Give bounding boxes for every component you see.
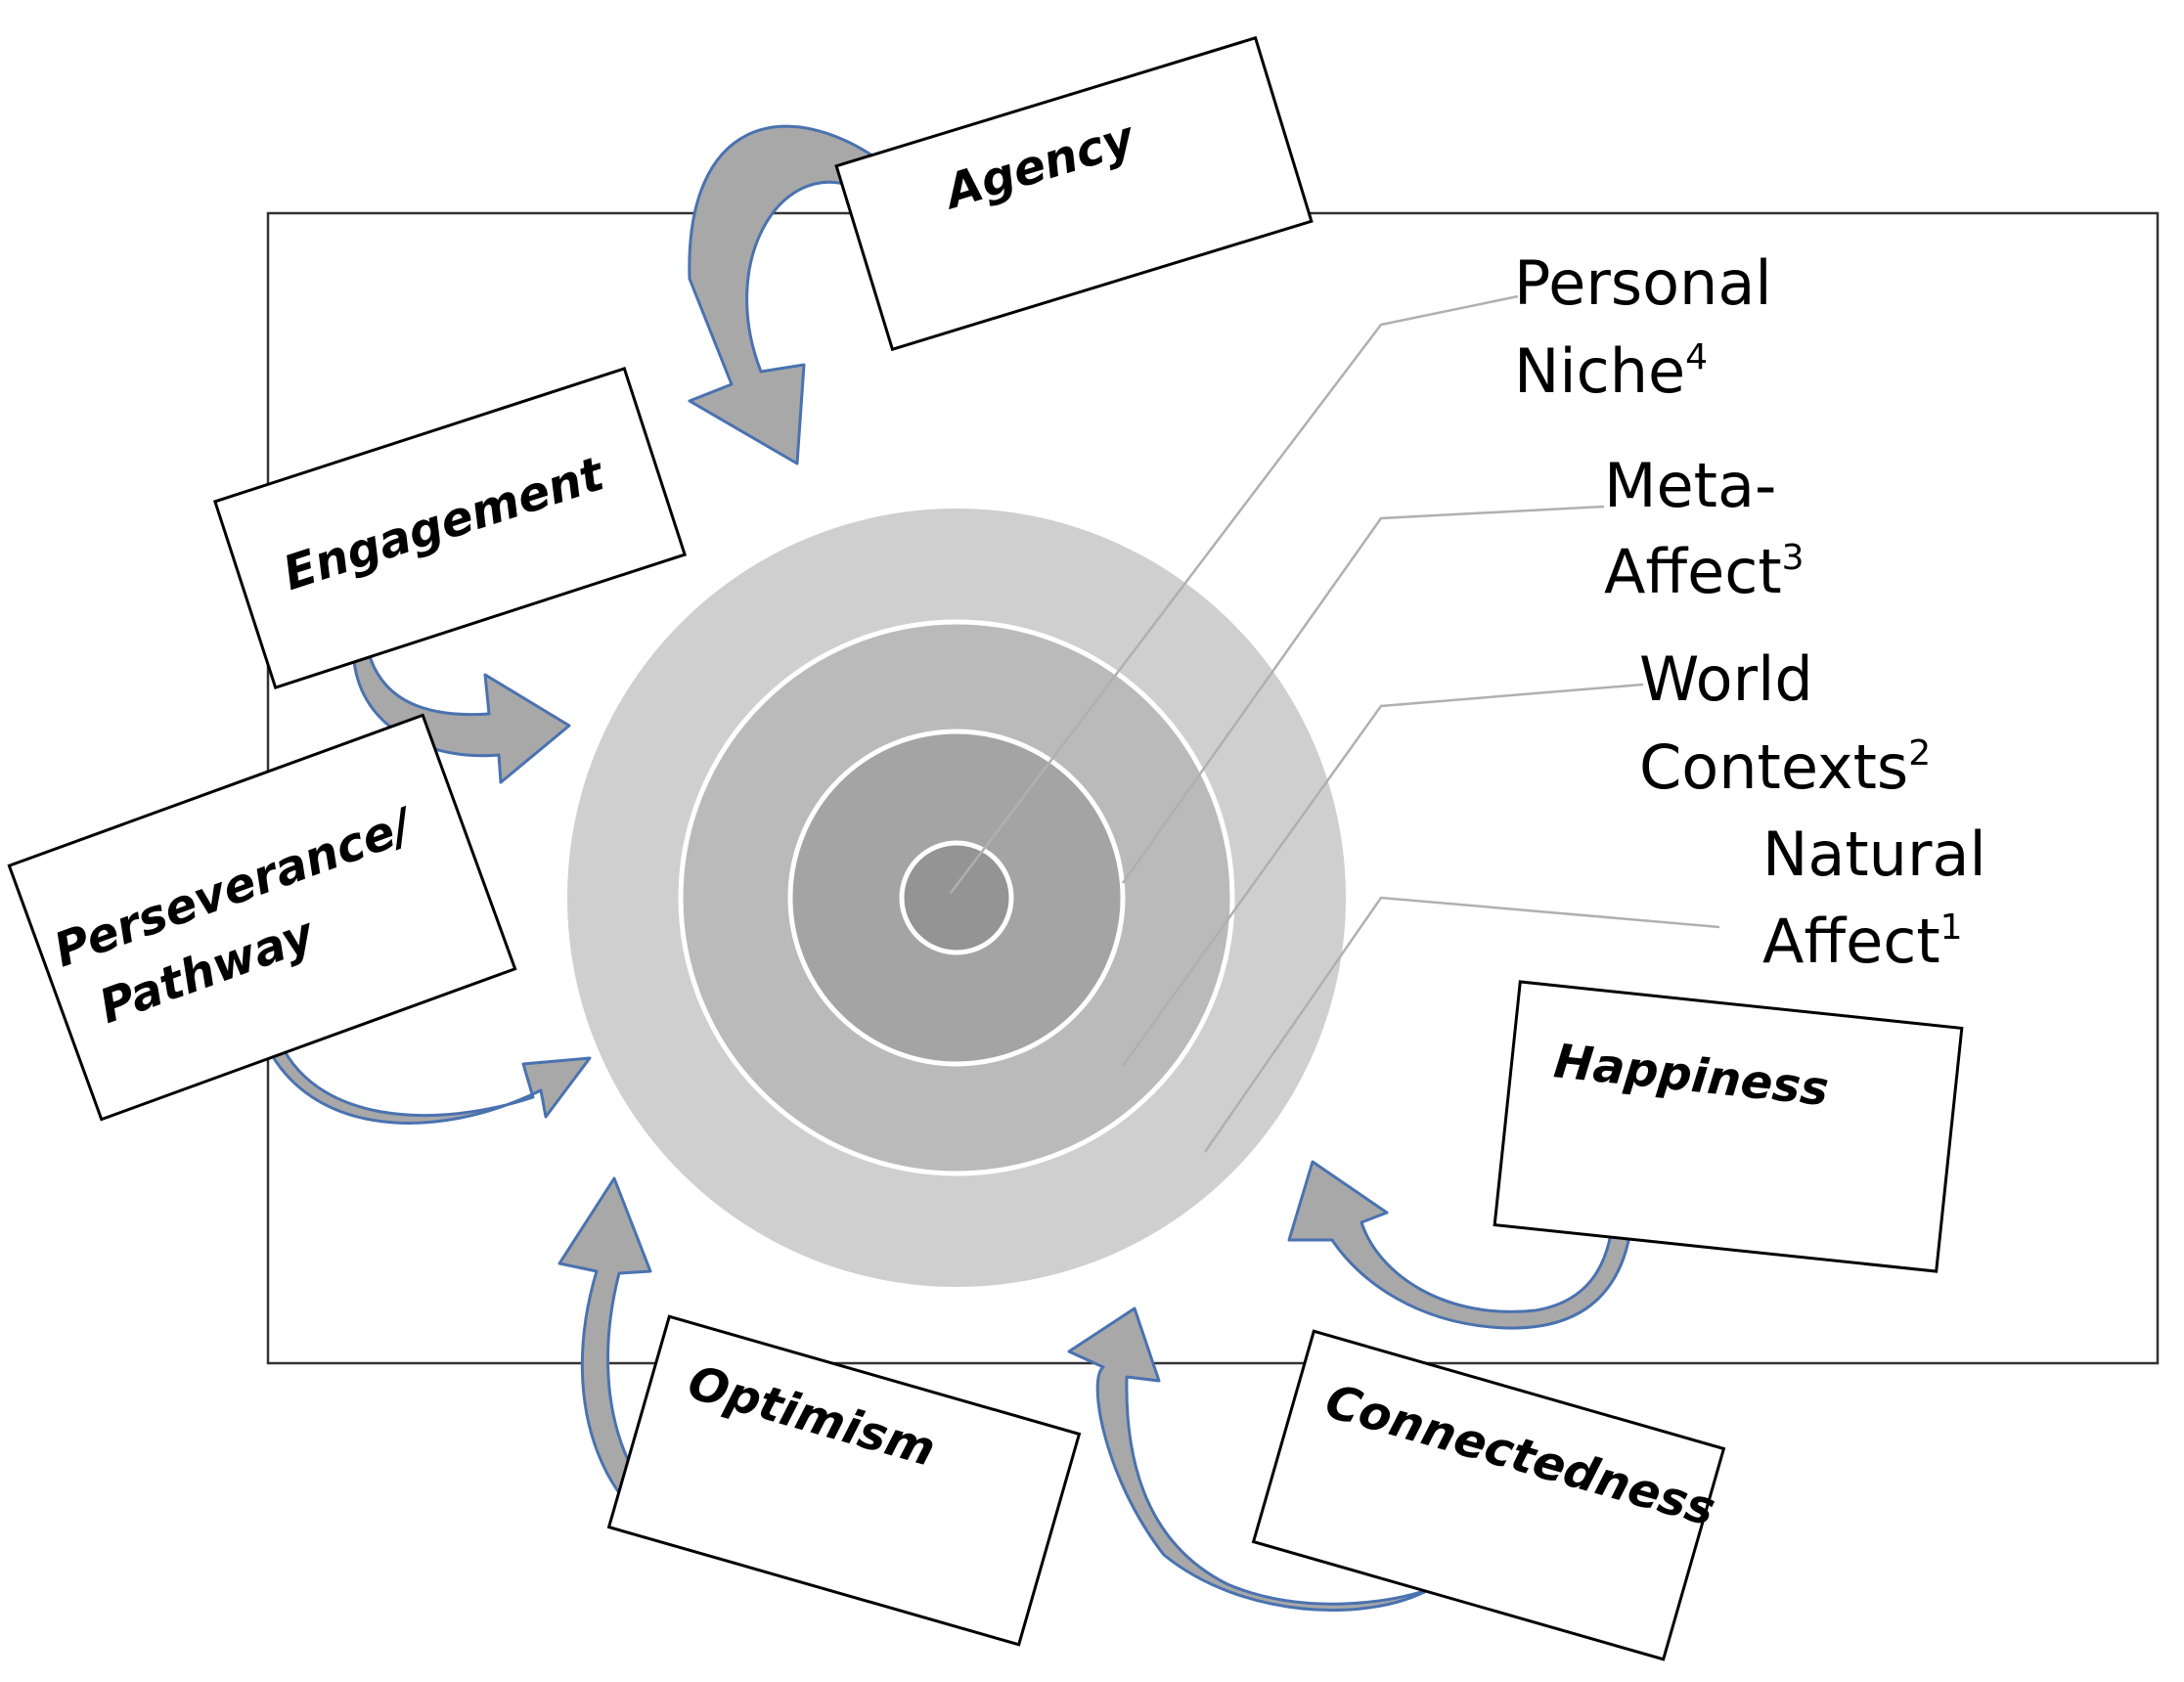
agency-box: Agency [834,35,1314,352]
concentric-rings [567,509,1346,1287]
connectedness-arrow [1067,1306,1432,1613]
perseverance-arrow [264,1033,592,1125]
personal-niche-label-line2: Niche4 [1514,335,1708,407]
meta-affect-ring-border [787,729,1126,1067]
engagement-box-frame [212,367,688,689]
curved-arrows [264,124,1635,1613]
personal-niche-superscript: 4 [1685,337,1708,377]
agency-box-frame [834,35,1314,352]
happiness-box-frame [1493,980,1964,1273]
layer-labels: Personal Niche4 Meta- Affect3 World Cont… [1514,247,1986,977]
engagement-arrow [352,643,571,784]
meta-affect-label-line1: Meta- [1604,450,1776,521]
connectedness-box: Connectedness [1251,1329,1726,1661]
leader-world-contexts [1121,683,1644,1067]
leader-personal-niche [950,294,1519,894]
world-contexts-superscript: 2 [1908,733,1931,774]
world-contexts-label-line1: World [1639,643,1813,715]
personal-niche-core-border [899,840,1014,955]
natural-affect-superscript: 1 [1940,907,1963,948]
personal-niche-word: Niche [1514,335,1685,407]
happiness-box: Happiness [1493,980,1964,1273]
optimism-box-frame [606,1314,1082,1647]
personal-niche-core [902,843,1011,952]
natural-affect-word: Affect [1762,906,1940,977]
personal-niche-label-line1: Personal [1514,247,1772,319]
perseverance-box-frame [7,713,517,1122]
leader-meta-affect [1121,505,1605,884]
meta-affect-word: Affect [1604,536,1782,607]
meta-affect-label-line2: Affect3 [1604,536,1805,607]
connectedness-box-frame [1251,1329,1726,1661]
engagement-box: Engagement [212,367,688,689]
world-contexts-ring-border [678,619,1235,1176]
world-contexts-word: Contexts [1639,731,1908,803]
happiness-arrow [1287,1160,1635,1330]
meta-affect-superscript: 3 [1782,538,1805,578]
agency-arrow [688,124,887,465]
world-contexts-label-line2: Contexts2 [1639,731,1931,803]
natural-affect-label-line1: Natural [1762,819,1986,890]
natural-affect-label-line2: Affect1 [1762,906,1963,977]
leader-lines [950,294,1720,1153]
optimism-box: Optimism [606,1314,1082,1647]
leader-natural-affect [1203,896,1720,1153]
perseverance-box: Perseverance/ Pathway [7,713,517,1122]
